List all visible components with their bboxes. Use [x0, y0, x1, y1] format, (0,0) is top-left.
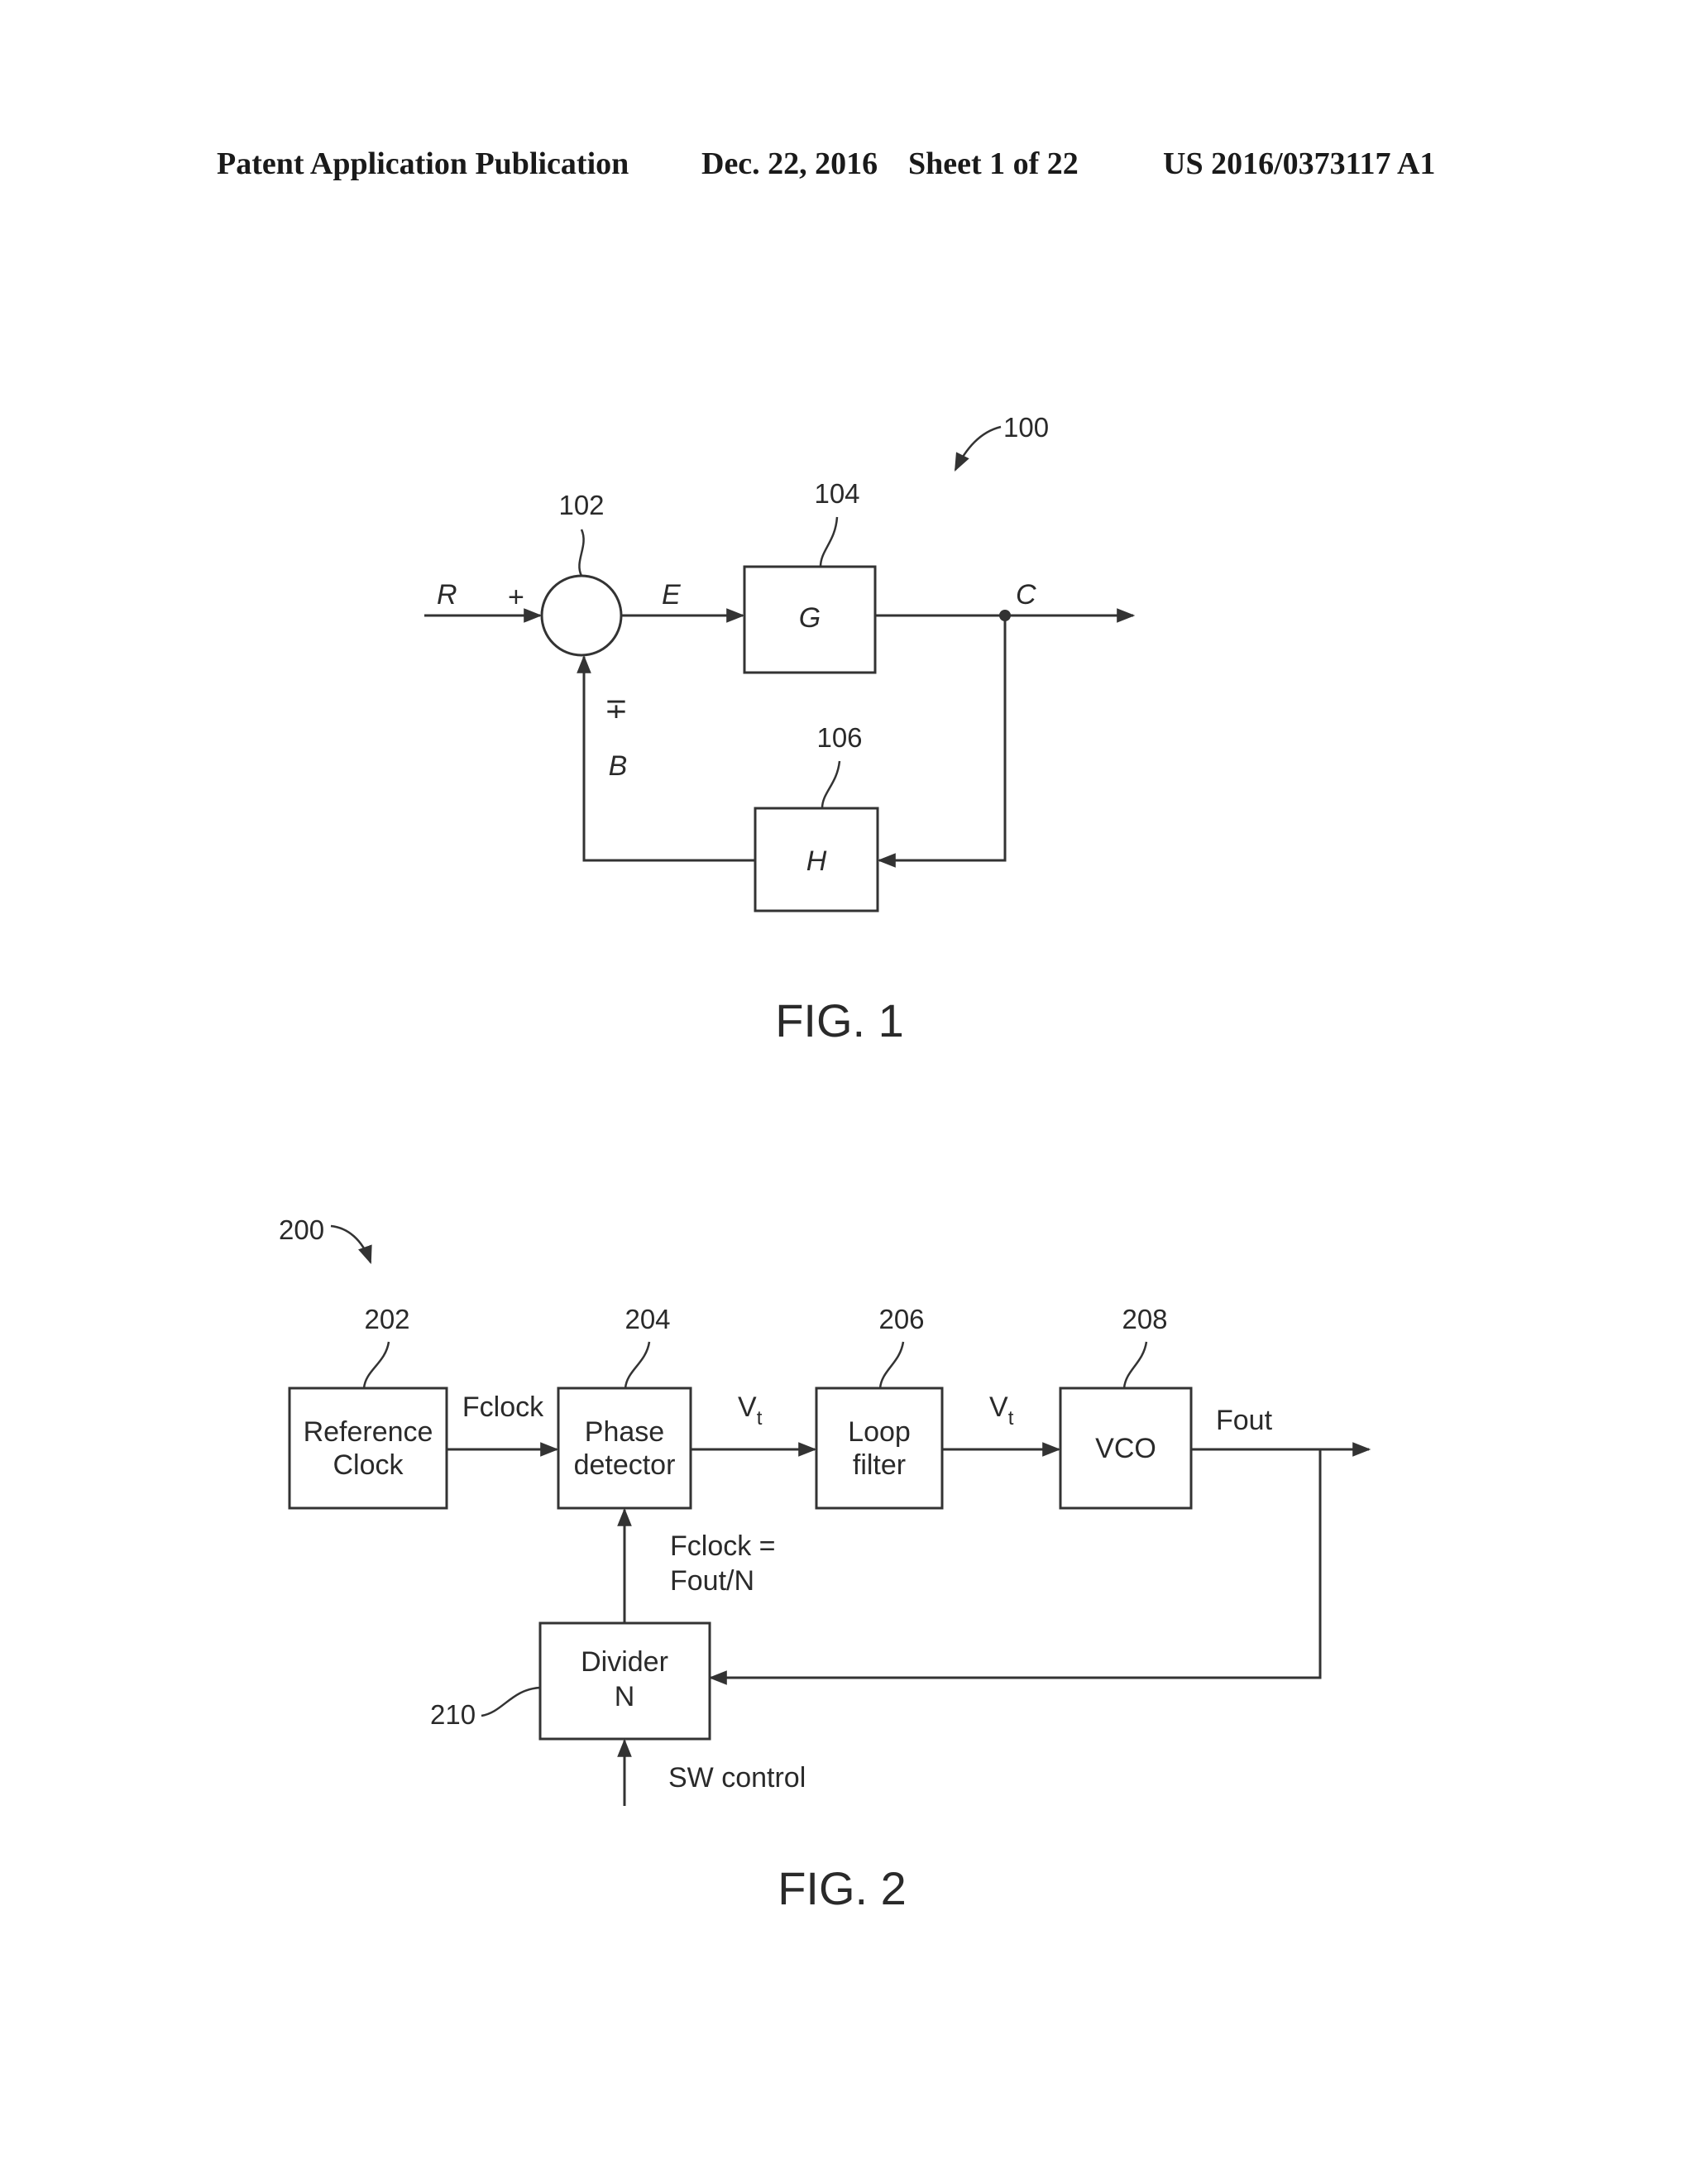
- loop-filter-label-line1: Loop: [848, 1416, 911, 1448]
- fig1-caption: FIG. 1: [775, 994, 904, 1046]
- vco-block: [1059, 1387, 1193, 1510]
- h-block-leader-line: [821, 760, 841, 809]
- h-block-label: H: [806, 845, 827, 877]
- reference-clock-ref-202: 202: [364, 1304, 409, 1334]
- phase-detector-leader-line: [624, 1341, 651, 1389]
- sw-control-label: SW control: [668, 1762, 806, 1794]
- fig2-caption: FIG. 2: [778, 1862, 907, 1914]
- g-block-ref-104: 104: [814, 478, 859, 509]
- fig2-diagram: 200 Reference Clock 202 Fclock Phase det…: [279, 1214, 1371, 1914]
- loop-filter-ref-206: 206: [878, 1304, 924, 1334]
- reference-clock-label-line1: Reference: [304, 1416, 433, 1448]
- vt-label-2: Vt: [989, 1391, 1014, 1430]
- fig1-diagram: 100 102 R + E G 104 C H 106 ∓ B FIG. 1: [424, 412, 1136, 1046]
- publication-date: Dec. 22, 2016: [701, 146, 878, 181]
- loop-filter-leader-line: [878, 1341, 905, 1389]
- vt-label-2-subscript: t: [1008, 1407, 1014, 1430]
- summer-leader-line: [578, 529, 585, 577]
- fig2-ref-200-arrow: [330, 1224, 372, 1265]
- divider-label-line2: N: [615, 1681, 635, 1712]
- divider-label-line1: Divider: [581, 1646, 668, 1678]
- loop-filter-label-line2: filter: [853, 1449, 906, 1481]
- fig1-ref-100: 100: [1003, 412, 1049, 443]
- summing-junction: [540, 574, 623, 657]
- input-r-label: R: [437, 579, 457, 611]
- feedback-b-arrow: [577, 654, 755, 862]
- vco-label: VCO: [1095, 1433, 1156, 1464]
- fout-feedback-arrow: [708, 1449, 1322, 1685]
- fig2-ref-200: 200: [279, 1214, 324, 1245]
- reference-clock-label-line2: Clock: [333, 1449, 404, 1481]
- reference-clock-leader-line: [362, 1341, 390, 1389]
- phase-detector-label-line1: Phase: [585, 1416, 664, 1448]
- g-block: [743, 565, 877, 674]
- feedback-eq-line1: Fclock =: [670, 1530, 776, 1562]
- reference-clock-block: [288, 1387, 448, 1510]
- feedback-eq-line2: Fout/N: [670, 1565, 754, 1597]
- loop-filter-block: [815, 1387, 944, 1510]
- feedback-to-h-arrow: [877, 615, 1007, 868]
- h-block: [754, 807, 879, 912]
- feedback-sign: ∓: [605, 693, 629, 725]
- vt-label-1-main: V: [738, 1391, 757, 1423]
- phase-detector-block: [557, 1387, 692, 1510]
- sheet-number: Sheet 1 of 22: [908, 146, 1079, 181]
- fout-label: Fout: [1216, 1405, 1273, 1436]
- g-block-label: G: [799, 602, 821, 634]
- publication-label: Patent Application Publication: [217, 146, 629, 181]
- input-plus-sign: +: [508, 582, 524, 613]
- page-header: Patent Application Publication Dec. 22, …: [0, 146, 1694, 195]
- phase-detector-label-line2: detector: [574, 1449, 676, 1481]
- patent-number: US 2016/0373117 A1: [1163, 146, 1436, 181]
- divider-leader-line: [481, 1686, 541, 1717]
- fig1-ref-100-arrow: [954, 425, 1002, 472]
- vt-label-1: Vt: [738, 1391, 763, 1430]
- fclock-label: Fclock: [462, 1391, 544, 1423]
- h-block-ref-106: 106: [816, 722, 862, 753]
- vco-leader-line: [1122, 1341, 1148, 1389]
- vt-label-2-main: V: [989, 1391, 1008, 1423]
- summer-ref-102: 102: [558, 490, 604, 520]
- feedback-b-label: B: [609, 750, 628, 782]
- phase-detector-ref-204: 204: [624, 1304, 670, 1334]
- g-block-leader-line: [819, 516, 839, 568]
- error-e-label: E: [662, 579, 681, 611]
- vco-ref-208: 208: [1122, 1304, 1167, 1334]
- vt-label-1-subscript: t: [757, 1407, 763, 1430]
- divider-ref-210: 210: [430, 1699, 476, 1730]
- output-c-label: C: [1016, 579, 1036, 611]
